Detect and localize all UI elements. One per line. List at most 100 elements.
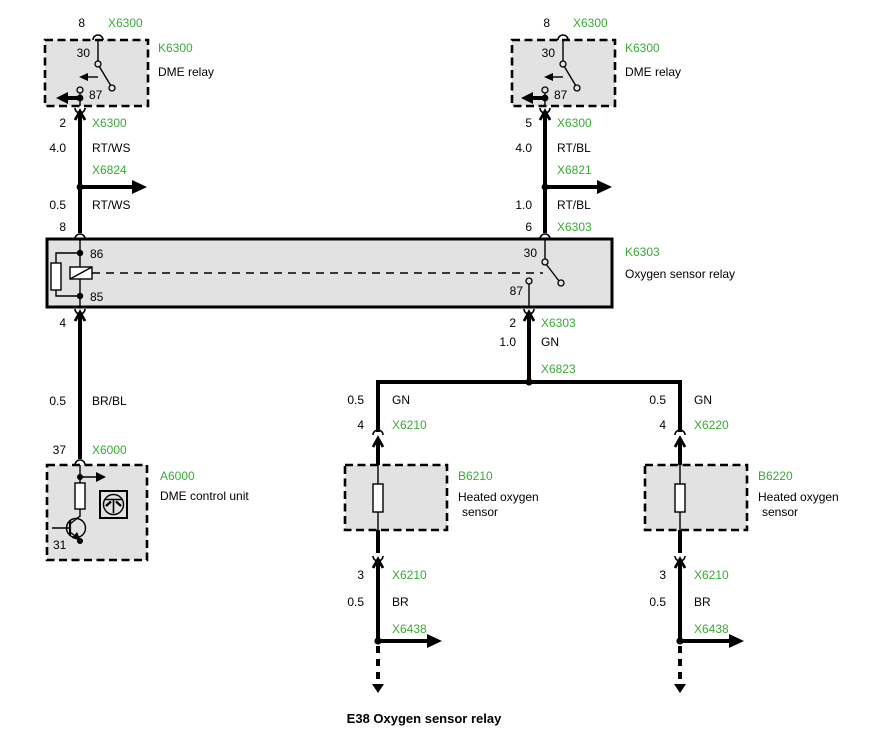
signal-arrow-icon [96, 472, 106, 482]
component-id: A6000 [160, 469, 195, 483]
connector-label: X6000 [92, 443, 127, 457]
diagram-title: E38 Oxygen sensor relay [347, 711, 502, 726]
actuate-arrow-icon [544, 73, 553, 81]
component-name: Heated oxygen [758, 490, 839, 504]
wire-color: RT/WS [92, 198, 130, 212]
junction-dot [76, 94, 84, 102]
component-id: B6220 [758, 469, 793, 483]
component-name: Oxygen sensor relay [625, 267, 735, 281]
branch-arrow-icon [729, 634, 744, 648]
wire-size: 0.5 [649, 595, 666, 609]
connector-socket-icon [674, 429, 686, 436]
ecu-symbol-glyph [105, 498, 122, 513]
wire-color: RT/WS [92, 141, 130, 155]
junction-dot [541, 94, 549, 102]
connector-label: X6438 [392, 622, 427, 636]
contact-30 [541, 258, 549, 266]
contact-87 [76, 86, 84, 94]
pin-label: 30 [524, 246, 538, 260]
wire-color: RT/BL [557, 141, 591, 155]
contact-30 [94, 60, 102, 68]
connector-socket-icon [92, 34, 104, 41]
connector-label: X6303 [557, 220, 592, 234]
pin-label: 8 [543, 16, 550, 30]
component-id: K6303 [625, 245, 660, 259]
connector-label: X6823 [541, 362, 576, 376]
oxygen-sensor-relay: 86 85 30 87 K6303 Oxygen sensor relay [45, 237, 735, 309]
connector-label: X6303 [541, 316, 576, 330]
wire-color: GN [694, 393, 712, 407]
actuate-arrow-icon [79, 73, 88, 81]
pin-label: 6 [525, 220, 532, 234]
junction-dot [77, 538, 83, 544]
contact-open [573, 84, 581, 92]
connector-pin-icon [73, 309, 87, 322]
wire [55, 290, 80, 297]
wire-size: 0.5 [649, 393, 666, 407]
branch-arrow-icon [427, 634, 442, 648]
switch-blade [563, 65, 577, 87]
pin-label: 4 [357, 418, 364, 432]
heater-resistor-symbol [372, 483, 384, 513]
left-supply-wire: 2 X6300 4.0 RT/WS X6824 0.5 RT/WS 8 [49, 107, 147, 240]
connector-pin-icon [73, 108, 87, 121]
connector-pin-icon [371, 556, 385, 569]
continuation-end-icon [372, 684, 384, 693]
connector-socket-icon [74, 459, 86, 466]
pin-label: 3 [659, 568, 666, 582]
ecu-symbol-circle [102, 493, 125, 516]
branch-arrow-icon [132, 180, 147, 194]
wire-color: RT/BL [557, 198, 591, 212]
contact-open [108, 84, 116, 92]
wire-size: 4.0 [49, 141, 66, 155]
contact-87 [525, 277, 533, 285]
heater-resistor-symbol [674, 483, 686, 513]
connector-pin-icon [538, 108, 552, 121]
connector-label: X6300 [108, 16, 143, 30]
wire-color: GN [541, 335, 559, 349]
sensor-box [343, 463, 449, 532]
resistor-symbol [74, 482, 86, 510]
branch-arrow-icon [597, 180, 612, 194]
pin-label: 5 [525, 116, 532, 130]
wire-size: 0.5 [347, 595, 364, 609]
connector-label: X6220 [694, 418, 729, 432]
connector-label: X6824 [92, 163, 127, 177]
pin-label: 4 [59, 316, 66, 330]
connector-label: X6210 [694, 568, 729, 582]
dme-relay-right: 8 X6300 30 87 K6300 DME relay [510, 16, 681, 108]
component-id: K6300 [625, 41, 660, 55]
wire-size: 1.0 [499, 335, 516, 349]
oxygen-sensor-left: 0.5 GN 4 X6210 B6210 Heated oxygen senso… [343, 393, 539, 693]
connector-pin-icon [673, 556, 687, 569]
resistor-symbol [50, 262, 62, 291]
connector-socket-icon [557, 34, 569, 41]
dme-control-unit: 31 A6000 DME control unit [45, 463, 249, 562]
relay-output-wire: 2 X6303 1.0 GN X6823 [376, 308, 682, 432]
wire-color: BR [392, 595, 409, 609]
connector-pin-icon [673, 435, 687, 448]
pin-label: 2 [509, 316, 516, 330]
pin-label: 8 [78, 16, 85, 30]
connector-pin-icon [371, 435, 385, 448]
pin-label: 2 [59, 116, 66, 130]
connector-label: X6300 [557, 116, 592, 130]
component-id: B6210 [458, 469, 493, 483]
pin-label: 4 [659, 418, 666, 432]
wire-size: 4.0 [515, 141, 532, 155]
ecu-symbol-glyph [105, 500, 122, 507]
pin-label: 8 [59, 220, 66, 234]
wire-size: 1.0 [515, 198, 532, 212]
component-name: DME relay [625, 65, 681, 79]
wire-size: 0.5 [49, 198, 66, 212]
pin-label: 30 [77, 46, 91, 60]
connector-label: X6210 [392, 568, 427, 582]
component-name: sensor [462, 505, 498, 519]
switch-blade [545, 263, 560, 282]
connector-label: X6438 [694, 622, 729, 636]
right-supply-wire: 5 X6300 4.0 RT/BL X6821 1.0 RT/BL 6 X630… [515, 107, 612, 240]
connector-label: X6300 [573, 16, 608, 30]
connector-label: X6300 [92, 116, 127, 130]
